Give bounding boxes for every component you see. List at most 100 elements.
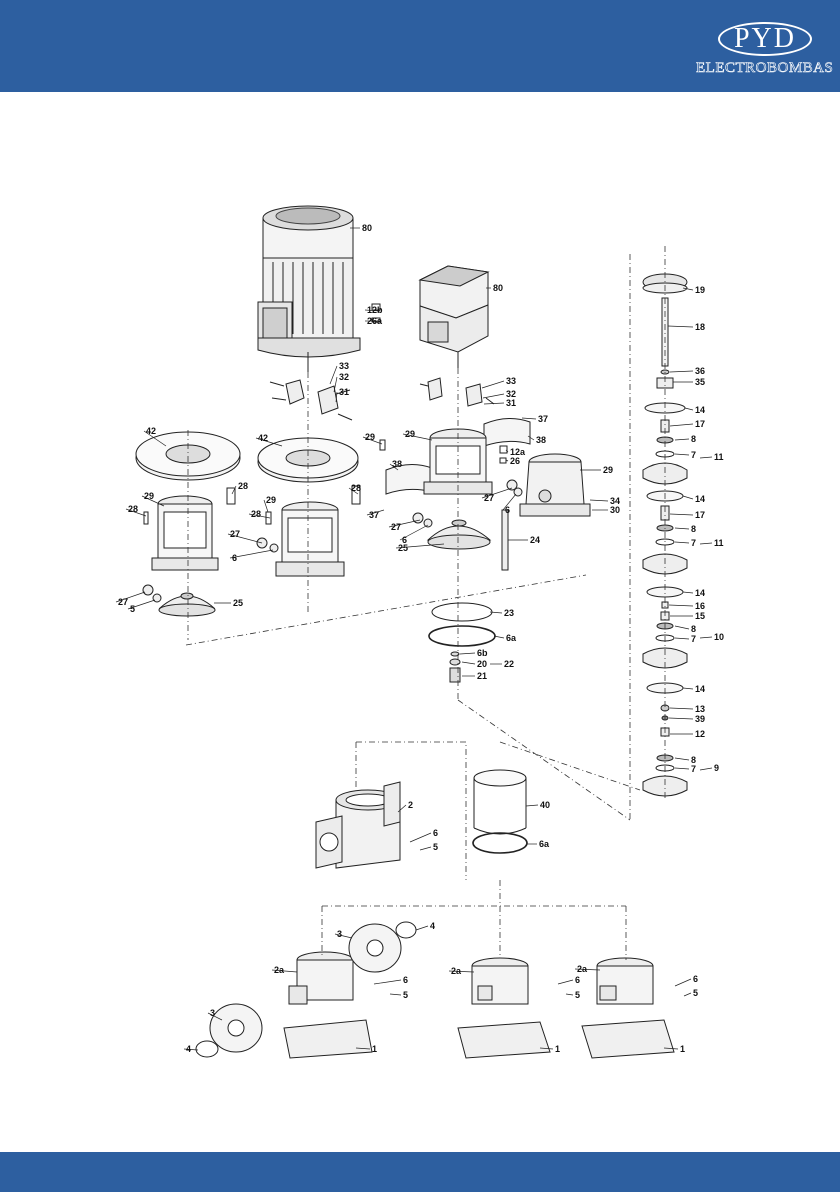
part-label: 14 xyxy=(695,588,705,598)
part-label: 29 xyxy=(603,465,613,475)
part-label: 27 xyxy=(230,529,240,539)
leader-line xyxy=(675,439,689,440)
leader-line xyxy=(668,326,693,327)
leader-line xyxy=(558,980,573,984)
part-label: 35 xyxy=(695,377,705,387)
leader-line xyxy=(484,403,504,404)
leader-line xyxy=(462,662,475,664)
part-label: 12b xyxy=(367,305,383,315)
part-label: 38 xyxy=(536,435,546,445)
footer-bar xyxy=(0,1152,840,1192)
coupling-right xyxy=(420,378,494,406)
leader-line xyxy=(566,994,573,995)
part-label: 13 xyxy=(695,704,705,714)
part-label: 38 xyxy=(392,459,402,469)
part-label: 28 xyxy=(351,483,361,493)
coupling-guard-right xyxy=(484,418,530,446)
tie-rod-24 xyxy=(502,510,508,570)
part-label: 12 xyxy=(695,729,705,739)
part-label: 1 xyxy=(372,1044,377,1054)
coupling-left xyxy=(270,380,352,420)
part-label: 14 xyxy=(695,684,705,694)
part-label: 6b xyxy=(477,648,488,658)
part-label: 32 xyxy=(339,372,349,382)
leader-line xyxy=(683,496,693,499)
part-label: 1 xyxy=(680,1044,685,1054)
leader-line xyxy=(675,768,689,769)
leader-line xyxy=(522,418,536,419)
leader-line xyxy=(420,847,431,850)
part-label: 15 xyxy=(695,611,705,621)
lantern-29-left xyxy=(152,496,218,570)
part-label: 7 xyxy=(691,634,696,644)
part-label: 17 xyxy=(695,419,705,429)
leader-line xyxy=(700,768,712,770)
leader-line xyxy=(675,528,689,529)
part-label: 27 xyxy=(391,522,401,532)
leader-line xyxy=(482,381,504,388)
part-label: 26 xyxy=(510,456,520,466)
part-label: 29 xyxy=(266,495,276,505)
part-label: 7 xyxy=(691,538,696,548)
part-label: 14 xyxy=(695,494,705,504)
part-label: 16 xyxy=(695,601,705,611)
part-label: 36 xyxy=(695,366,705,376)
part-label: 19 xyxy=(695,285,705,295)
leader-line xyxy=(684,993,691,996)
part-label: 6 xyxy=(433,828,438,838)
part-label: 28 xyxy=(251,509,261,519)
leader-line xyxy=(460,653,475,654)
leader-line xyxy=(675,626,689,629)
part-label: 29 xyxy=(405,429,415,439)
part-label: 27 xyxy=(484,493,494,503)
part-label: 2 xyxy=(408,800,413,810)
leader-line xyxy=(670,514,693,515)
leader-line xyxy=(675,979,691,986)
pump-casing-2 xyxy=(316,782,400,868)
leader-line xyxy=(590,500,608,501)
leader-line xyxy=(374,980,401,984)
assembly-lines xyxy=(186,246,665,960)
part-label: 80 xyxy=(362,223,372,233)
ring-23 xyxy=(432,603,492,621)
part-labels: 808012b26a333231333231373842422828282829… xyxy=(116,223,724,1054)
part-label: 21 xyxy=(477,671,487,681)
bottom-casing-center xyxy=(458,958,550,1058)
part-label: 10 xyxy=(714,632,724,642)
part-label: 42 xyxy=(258,433,268,443)
part-label: 3 xyxy=(337,929,342,939)
part-label: 11 xyxy=(714,538,724,548)
part-label: 2a xyxy=(451,966,462,976)
bottom-casing-right xyxy=(582,958,674,1058)
part-label: 33 xyxy=(506,376,516,386)
part-label: 5 xyxy=(130,604,135,614)
leader-line xyxy=(683,688,693,689)
small-motor xyxy=(420,266,488,368)
leader-line xyxy=(483,394,504,398)
part-label: 2a xyxy=(577,964,588,974)
gasket-6a-upper xyxy=(429,626,495,646)
part-label: 6a xyxy=(539,839,550,849)
part-label: 1 xyxy=(555,1044,560,1054)
leader-line xyxy=(670,708,693,709)
part-label: 6 xyxy=(232,553,237,563)
part-label: 6 xyxy=(403,975,408,985)
bottom-casing-left xyxy=(196,922,416,1058)
leader-line xyxy=(669,605,693,606)
part-label: 31 xyxy=(339,387,349,397)
part-label: 20 xyxy=(477,659,487,669)
part-label: 29 xyxy=(144,491,154,501)
leader-line xyxy=(685,408,693,410)
part-label: 6 xyxy=(575,975,580,985)
part-label: 9 xyxy=(714,763,719,773)
part-label: 28 xyxy=(238,481,248,491)
part-label: 28 xyxy=(128,504,138,514)
part-label: 17 xyxy=(695,510,705,520)
part-label: 14 xyxy=(695,405,705,415)
barrel-40 xyxy=(474,770,526,834)
part-label: 23 xyxy=(504,608,514,618)
part-label: 22 xyxy=(504,659,514,669)
lantern-29-right xyxy=(520,454,590,516)
part-label: 40 xyxy=(540,800,550,810)
